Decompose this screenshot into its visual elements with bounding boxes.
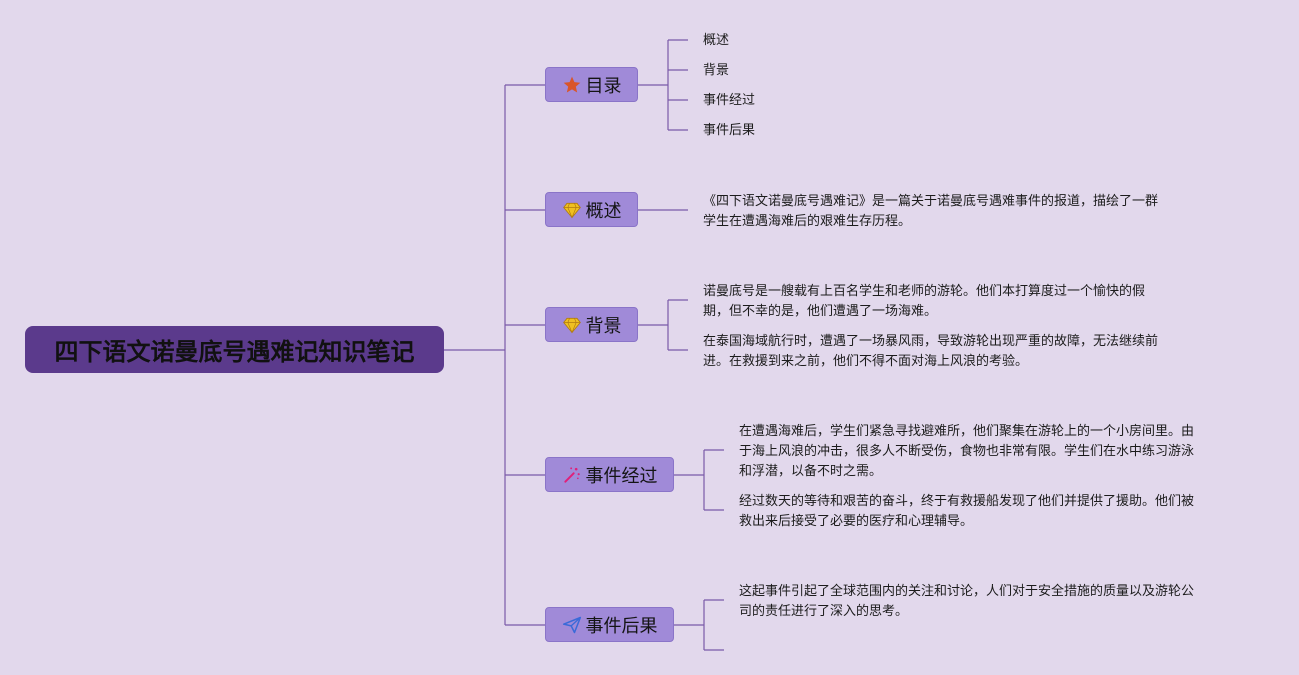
text-line: 这起事件引起了全球范围内的关注和讨论，人们对于安全措施的质量以及游轮公 (739, 584, 1195, 599)
toc-item-background[interactable]: 背景 (703, 63, 730, 78)
diamond-icon (562, 317, 581, 333)
text-line: 学生在遭遇海难后的艰难生存历程。 (703, 214, 912, 229)
text-line: 司的责任进行了深入的思考。 (739, 604, 909, 619)
branch-label: 概述 (585, 200, 622, 222)
paper-plane-icon (562, 616, 581, 633)
toc-item-process[interactable]: 事件经过 (703, 93, 756, 108)
star-icon (563, 76, 580, 92)
text-line: 和浮潜，以备不时之需。 (739, 464, 883, 479)
text-line: 在泰国海域航行时，遭遇了一场暴风雨，导致游轮出现严重的故障，无法继续前 (703, 334, 1159, 349)
branch-toc[interactable]: 目录 (545, 67, 638, 102)
diamond-icon (562, 202, 581, 218)
text-line: 诺曼底号是一艘载有上百名学生和老师的游轮。他们本打算度过一个愉快的假 (703, 284, 1146, 299)
magic-wand-icon (563, 466, 580, 483)
overview-text: 《四下语文诺曼底号遇难记》是一篇关于诺曼底号遇难事件的报道，描绘了一群 学生在遭… (703, 192, 1158, 232)
connector-toc-leaves (638, 39, 688, 131)
connector-process-text (674, 449, 724, 511)
branch-label: 事件后果 (585, 615, 658, 637)
text-line: 期，但不幸的是，他们遭遇了一场海难。 (703, 304, 938, 319)
branch-consequence[interactable]: 事件后果 (545, 607, 674, 642)
background-paragraph-1: 诺曼底号是一艘载有上百名学生和老师的游轮。他们本打算度过一个愉快的假 期，但不幸… (703, 282, 1145, 322)
branch-background[interactable]: 背景 (545, 307, 638, 342)
root-topic[interactable]: 四下语文诺曼底号遇难记知识笔记 (25, 326, 444, 373)
text-line: 于海上风浪的冲击，很多人不断受伤，食物也非常有限。学生们在水中练习游泳 (739, 444, 1195, 459)
text-line: 在遭遇海难后，学生们紧急寻找避难所，他们聚集在游轮上的一个小房间里。由 (739, 424, 1195, 439)
root-title: 四下语文诺曼底号遇难记知识笔记 (54, 338, 415, 366)
branch-label: 背景 (585, 315, 622, 337)
text-line: 救出来后接受了必要的医疗和心理辅导。 (739, 514, 974, 529)
branch-label: 事件经过 (585, 465, 658, 487)
connector-consequence-text (674, 599, 724, 651)
consequence-text: 这起事件引起了全球范围内的关注和讨论，人们对于安全措施的质量以及游轮公 司的责任… (739, 582, 1194, 622)
process-paragraph-1: 在遭遇海难后，学生们紧急寻找避难所，他们聚集在游轮上的一个小房间里。由 于海上风… (739, 422, 1194, 482)
background-paragraph-2: 在泰国海域航行时，遭遇了一场暴风雨，导致游轮出现严重的故障，无法继续前 进。在救… (703, 332, 1158, 372)
process-paragraph-2: 经过数天的等待和艰苦的奋斗，终于有救援船发现了他们并提供了援助。他们被 救出来后… (739, 492, 1194, 532)
toc-item-overview[interactable]: 概述 (703, 33, 730, 48)
connector-background-text (638, 299, 688, 351)
branch-overview[interactable]: 概述 (545, 192, 638, 227)
text-line: 《四下语文诺曼底号遇难记》是一篇关于诺曼底号遇难事件的报道，描绘了一群 (703, 194, 1159, 209)
branch-process[interactable]: 事件经过 (545, 457, 674, 492)
text-line: 进。在救援到来之前，他们不得不面对海上风浪的考验。 (703, 354, 1029, 369)
branch-label: 目录 (585, 75, 622, 97)
toc-item-consequence[interactable]: 事件后果 (703, 123, 756, 138)
text-line: 经过数天的等待和艰苦的奋斗，终于有救援船发现了他们并提供了援助。他们被 (739, 494, 1195, 509)
